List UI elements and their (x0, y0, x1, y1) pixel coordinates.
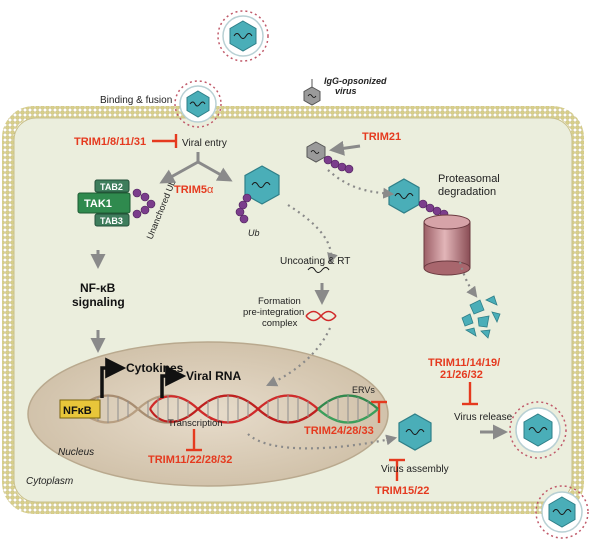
igg-virus-label-1: IgG-opsonized (324, 76, 387, 86)
capsid-proteasome (388, 178, 420, 214)
tab3-label: TAB3 (100, 216, 123, 226)
nfkb-signaling-label-1: NF-κB (80, 281, 116, 295)
ubiquitin-chain-unanchored (132, 188, 156, 219)
igg-virus-icon (303, 79, 321, 106)
virus-particle-bottom (535, 485, 589, 539)
nfkb-box (59, 399, 101, 419)
igg-virus-label-2: virus (335, 86, 357, 96)
trim15-label: TRIM15/22 (375, 485, 429, 497)
proteasome-cylinder (423, 214, 471, 276)
viral-entry-label: Viral entry (182, 138, 227, 149)
tak1-complex (77, 179, 131, 227)
ervs-label: ERVs (352, 385, 375, 395)
nfkb-signaling-label-2: signaling (72, 295, 125, 309)
preintegration-dna (305, 310, 337, 322)
trim24-label: TRIM24/28/33 (304, 425, 374, 437)
viral-rna-label: Viral RNA (186, 369, 241, 383)
trim-transcription-label: TRIM11/22/28/32 (148, 454, 232, 466)
dotted-arrows (247, 169, 478, 450)
trim21-label: TRIM21 (362, 131, 401, 143)
virus-release-label: Virus release (454, 412, 513, 423)
igg-virus-intracellular (306, 141, 326, 163)
ub-label: Ub (248, 228, 260, 238)
nfkb-box-label: NFκB (63, 405, 92, 417)
proteasomal-label-1: Proteasomal (438, 173, 500, 185)
inhibition-markers (152, 134, 478, 481)
cytokines-label: Cytokines (126, 361, 184, 375)
formation-label-1: Formation (258, 296, 301, 307)
tab2-label: TAB2 (100, 182, 123, 192)
viral-rna-arrow (160, 365, 187, 398)
formation-label-3: complex (262, 318, 298, 329)
virus-particle-top (217, 10, 269, 62)
proteasomal-label-2: degradation (438, 186, 496, 198)
binding-fusion-label: Binding & fusion (100, 95, 172, 106)
capsid-assembly (398, 413, 432, 451)
virus-particle-fusing (174, 80, 222, 128)
nucleus-label: Nucleus (58, 447, 94, 458)
trim-release-label-1: TRIM11/14/19/ (428, 357, 500, 369)
trim5alpha-label: TRIM5α (174, 184, 214, 196)
virus-particle-released (509, 401, 567, 459)
uncoated-rna (307, 267, 330, 273)
ubiquitin-chain-trim21 (323, 155, 354, 174)
trim-release-label-2: 21/26/32 (440, 369, 483, 381)
transcription-label: Transcription (168, 418, 223, 429)
uncoating-label: Uncoating & RT (280, 256, 350, 267)
cytoplasm-label: Cytoplasm (26, 476, 73, 487)
capsid-fragments (461, 295, 501, 339)
capsid-trim5 (244, 165, 280, 205)
pathway-arrows (90, 140, 508, 440)
cytokines-arrow (100, 357, 127, 398)
ubiquitin-chain-trim5 (235, 193, 252, 224)
formation-label-2: pre-integration (243, 307, 304, 318)
trim-entry-label: TRIM1/8/11/31 (74, 136, 146, 148)
tak1-label: TAK1 (84, 198, 112, 210)
virus-assembly-label: Virus assembly (381, 464, 449, 475)
